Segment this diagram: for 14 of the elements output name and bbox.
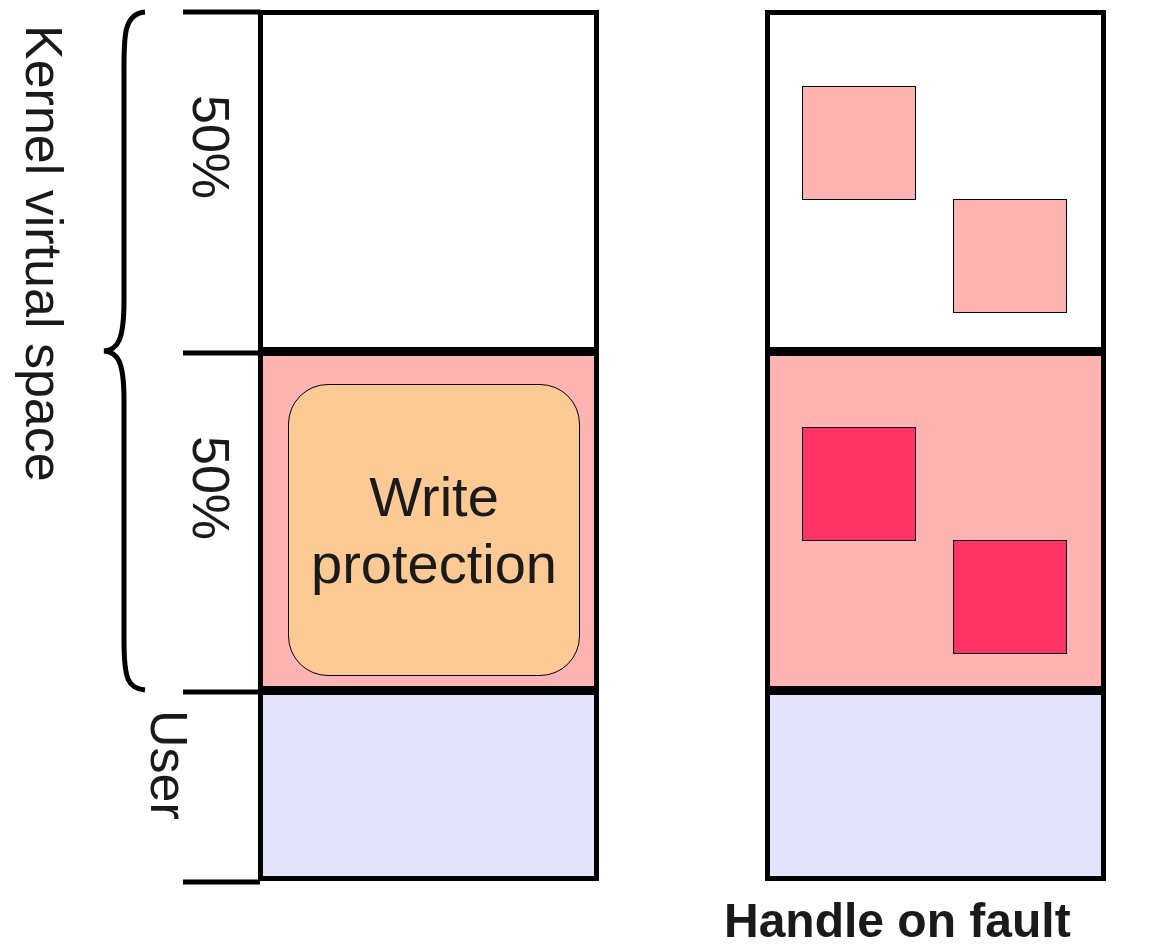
percent-label: 50% — [185, 436, 237, 541]
memory-region — [765, 10, 1106, 352]
protection-box — [288, 384, 580, 676]
memory-region — [258, 10, 599, 352]
percent-label: 50% — [185, 95, 237, 200]
box-label: Write protection — [310, 463, 558, 597]
memory-region — [258, 690, 599, 881]
page-square — [953, 540, 1067, 654]
region-label: User — [143, 710, 195, 820]
page-square — [802, 427, 916, 541]
page-square — [953, 199, 1067, 313]
column-caption: Handle on fault — [724, 897, 1071, 945]
page-square — [802, 86, 916, 200]
memory-region — [765, 690, 1106, 881]
